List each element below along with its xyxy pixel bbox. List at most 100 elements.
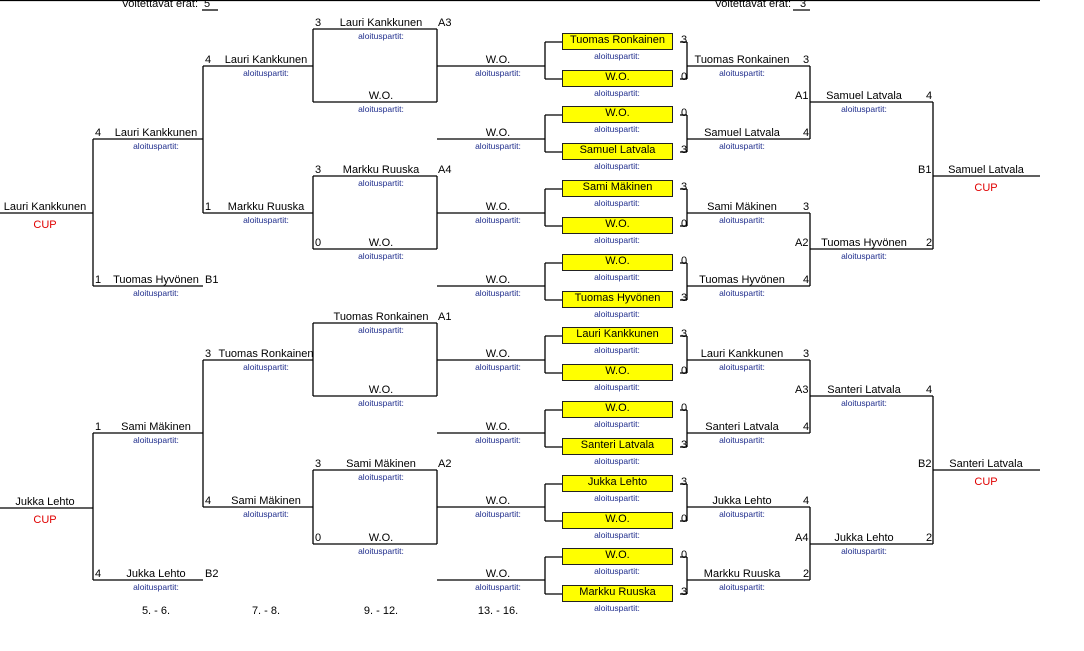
- player-name: Tuomas Ronkainen: [218, 348, 314, 360]
- player-box: W.O.: [562, 548, 673, 565]
- start-games-label: aloituspartit:: [133, 288, 179, 298]
- header-label: Voitettavat erät:: [121, 0, 198, 10]
- score: 4: [95, 568, 102, 580]
- score: 0: [681, 218, 688, 230]
- slot-tag: A3: [795, 384, 809, 396]
- start-games-label: aloituspartit:: [594, 124, 640, 134]
- start-games-label: aloituspartit:: [594, 456, 640, 466]
- header-label: Voitettavat erät:: [714, 0, 791, 10]
- player-box: Sami Mäkinen: [562, 180, 673, 197]
- player-box: Santeri Latvala: [562, 438, 673, 455]
- score: 3: [681, 144, 688, 156]
- player-name: Tuomas Ronkainen: [694, 54, 790, 66]
- start-games-label: aloituspartit:: [719, 215, 765, 225]
- slot-tag: A3: [438, 17, 452, 29]
- player-box: Tuomas Hyvönen: [562, 291, 673, 308]
- start-games-label: aloituspartit:: [243, 509, 289, 519]
- score: 3: [681, 328, 688, 340]
- player-name: W.O.: [485, 421, 511, 433]
- score: 4: [205, 495, 212, 507]
- score: 4: [803, 495, 810, 507]
- start-games-label: aloituspartit:: [358, 546, 404, 556]
- slot-tag: B1: [918, 164, 932, 176]
- score: 1: [205, 201, 212, 213]
- score: 3: [681, 292, 688, 304]
- player-name: W.O.: [485, 495, 511, 507]
- start-games-label: aloituspartit:: [594, 419, 640, 429]
- player-name: Lauri Kankkunen: [576, 328, 659, 340]
- start-games-label: aloituspartit:: [133, 582, 179, 592]
- start-games-label: aloituspartit:: [719, 435, 765, 445]
- slot-tag: A4: [438, 164, 452, 176]
- player-name: Jukka Lehto: [834, 532, 894, 544]
- header-value: 5: [204, 0, 211, 10]
- score: 3: [803, 54, 810, 66]
- score: 4: [95, 127, 102, 139]
- score: 3: [803, 348, 810, 360]
- score: 0: [681, 549, 688, 561]
- start-games-label: aloituspartit:: [594, 88, 640, 98]
- start-games-label: aloituspartit:: [719, 288, 765, 298]
- player-name: Markku Ruuska: [579, 586, 656, 598]
- start-games-label: aloituspartit:: [475, 68, 521, 78]
- start-games-label: aloituspartit:: [243, 68, 289, 78]
- player-name: Samuel Latvala: [948, 164, 1024, 176]
- start-games-label: aloituspartit:: [243, 362, 289, 372]
- player-name: Sami Mäkinen: [231, 495, 301, 507]
- player-name: Santeri Latvala: [705, 421, 779, 433]
- score: 0: [315, 237, 322, 249]
- start-games-label: aloituspartit:: [719, 141, 765, 151]
- player-name: Tuomas Hyvönen: [113, 274, 199, 286]
- cup-label: CUP: [33, 514, 57, 526]
- slot-tag: A1: [438, 311, 452, 323]
- player-box: W.O.: [562, 217, 673, 234]
- player-name: Lauri Kankkunen: [224, 54, 308, 66]
- player-name: W.O.: [368, 532, 394, 544]
- player-name: W.O.: [485, 201, 511, 213]
- player-name: Samuel Latvala: [826, 90, 902, 102]
- score: 3: [315, 17, 322, 29]
- player-name: W.O.: [605, 218, 630, 230]
- slot-tag: A2: [795, 237, 809, 249]
- slot-tag: B2: [918, 458, 932, 470]
- slot-tag: B2: [205, 568, 219, 580]
- player-name: W.O.: [485, 127, 511, 139]
- start-games-label: aloituspartit:: [358, 398, 404, 408]
- score: 0: [681, 71, 688, 83]
- start-games-label: aloituspartit:: [475, 288, 521, 298]
- placement-label: 9. - 12.: [363, 605, 399, 617]
- player-name: Lauri Kankkunen: [3, 201, 87, 213]
- player-name: Sami Mäkinen: [121, 421, 191, 433]
- cup-label: CUP: [974, 476, 998, 488]
- start-games-label: aloituspartit:: [594, 566, 640, 576]
- score: 3: [681, 586, 688, 598]
- player-name: W.O.: [605, 402, 630, 414]
- start-games-label: aloituspartit:: [475, 582, 521, 592]
- score: 0: [681, 365, 688, 377]
- placement-label: 7. - 8.: [251, 605, 281, 617]
- player-name: W.O.: [485, 54, 511, 66]
- player-name: Markku Ruuska: [342, 164, 420, 176]
- score: 4: [803, 127, 810, 139]
- score: 0: [681, 513, 688, 525]
- player-name: Tuomas Hyvönen: [821, 237, 907, 249]
- start-games-label: aloituspartit:: [719, 362, 765, 372]
- player-box: Jukka Lehto: [562, 475, 673, 492]
- start-games-label: aloituspartit:: [594, 198, 640, 208]
- start-games-label: aloituspartit:: [358, 178, 404, 188]
- start-games-label: aloituspartit:: [133, 435, 179, 445]
- score: 3: [315, 164, 322, 176]
- player-box: Markku Ruuska: [562, 585, 673, 602]
- header-value: 3: [800, 0, 807, 10]
- score: 4: [803, 421, 810, 433]
- player-box: W.O.: [562, 254, 673, 271]
- score: 2: [926, 237, 933, 249]
- player-box: Samuel Latvala: [562, 143, 673, 160]
- score: 2: [803, 568, 810, 580]
- player-box: W.O.: [562, 401, 673, 418]
- start-games-label: aloituspartit:: [594, 235, 640, 245]
- start-games-label: aloituspartit:: [475, 215, 521, 225]
- start-games-label: aloituspartit:: [841, 251, 887, 261]
- start-games-label: aloituspartit:: [841, 398, 887, 408]
